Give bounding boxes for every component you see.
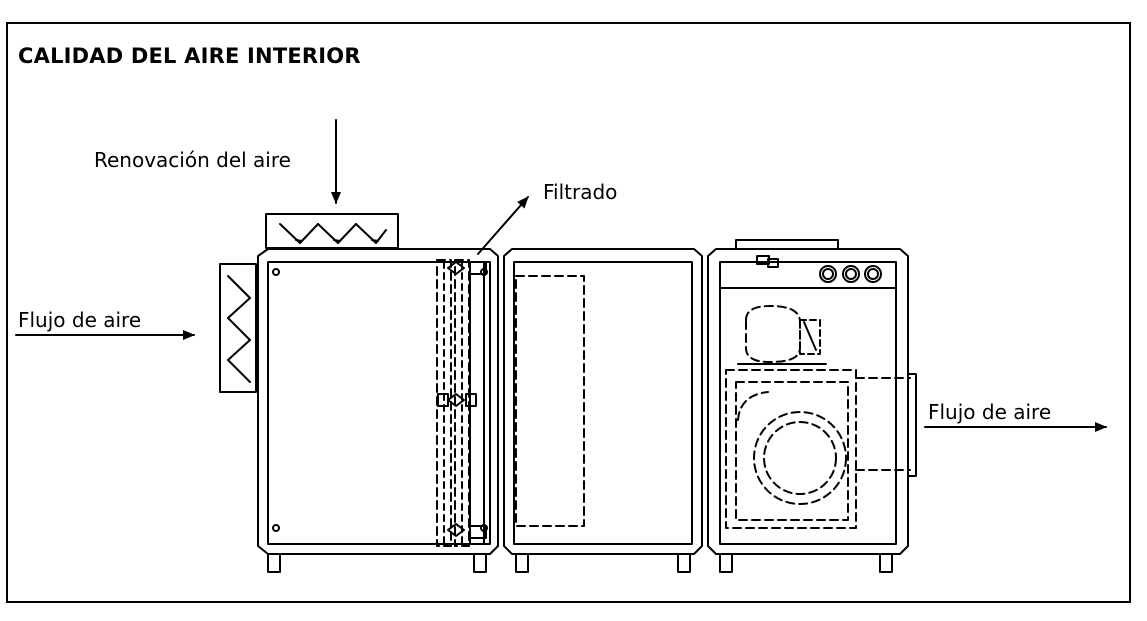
label-flujo-salida: Flujo de aire (928, 400, 1052, 424)
diagram-frame (6, 22, 1131, 603)
module-middle-section (503, 248, 703, 573)
arrow-filtrado (477, 196, 529, 255)
label-flujo-entrada: Flujo de aire (18, 308, 142, 332)
intake-damper-side (219, 263, 257, 393)
diagram-title: CALIDAD DEL AIRE INTERIOR (18, 44, 361, 68)
gauge-2 (842, 265, 860, 283)
module-fan-section (707, 239, 917, 573)
fan-wheel (753, 411, 847, 505)
module-mixing-filter (257, 248, 499, 573)
gauge-3 (864, 265, 882, 283)
label-renovacion-aire: Renovación del aire (94, 148, 291, 172)
label-filtrado: Filtrado (543, 180, 618, 204)
gauge-1 (819, 265, 837, 283)
intake-damper-top (265, 213, 399, 249)
